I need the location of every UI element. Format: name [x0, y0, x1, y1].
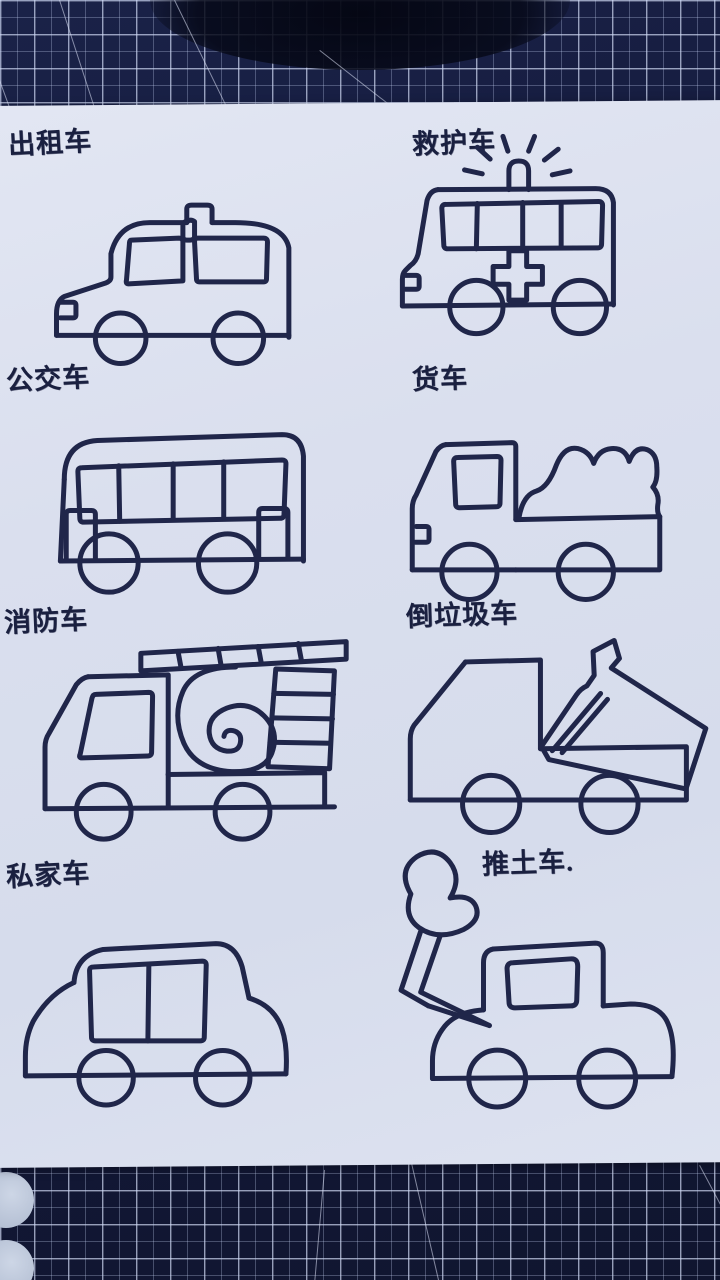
dump-truck-icon: [359, 621, 714, 836]
taxi-icon: [4, 158, 354, 363]
drawing-cell-private-car: 私家车: [0, 833, 354, 1123]
drawing-cell-garbage-truck: 倒垃圾车: [354, 591, 714, 841]
drawing-cell-taxi: 出租车: [0, 103, 354, 353]
car-icon: [4, 891, 354, 1109]
drawing-cell-ambulance: 救护车: [354, 103, 714, 353]
drawing-cell-cargo-truck: 货车: [354, 351, 714, 596]
drawing-cell-fire-truck: 消防车: [0, 591, 354, 841]
label-private-car: 私家车: [5, 857, 91, 893]
label-bus: 公交车: [5, 361, 91, 397]
bus-icon: [4, 393, 354, 593]
fire-truck-icon: [2, 627, 354, 839]
bulldozer-icon: [359, 843, 714, 1108]
cargo-truck-icon: [359, 391, 714, 591]
ambulance-icon: [359, 128, 714, 343]
label-taxi: 出租车: [7, 125, 93, 161]
drawing-cell-bus: 公交车: [0, 351, 354, 596]
drawing-cell-bulldozer: 推土车.: [354, 821, 714, 1121]
drawing-paper: 出租车 救护车: [0, 100, 720, 1168]
